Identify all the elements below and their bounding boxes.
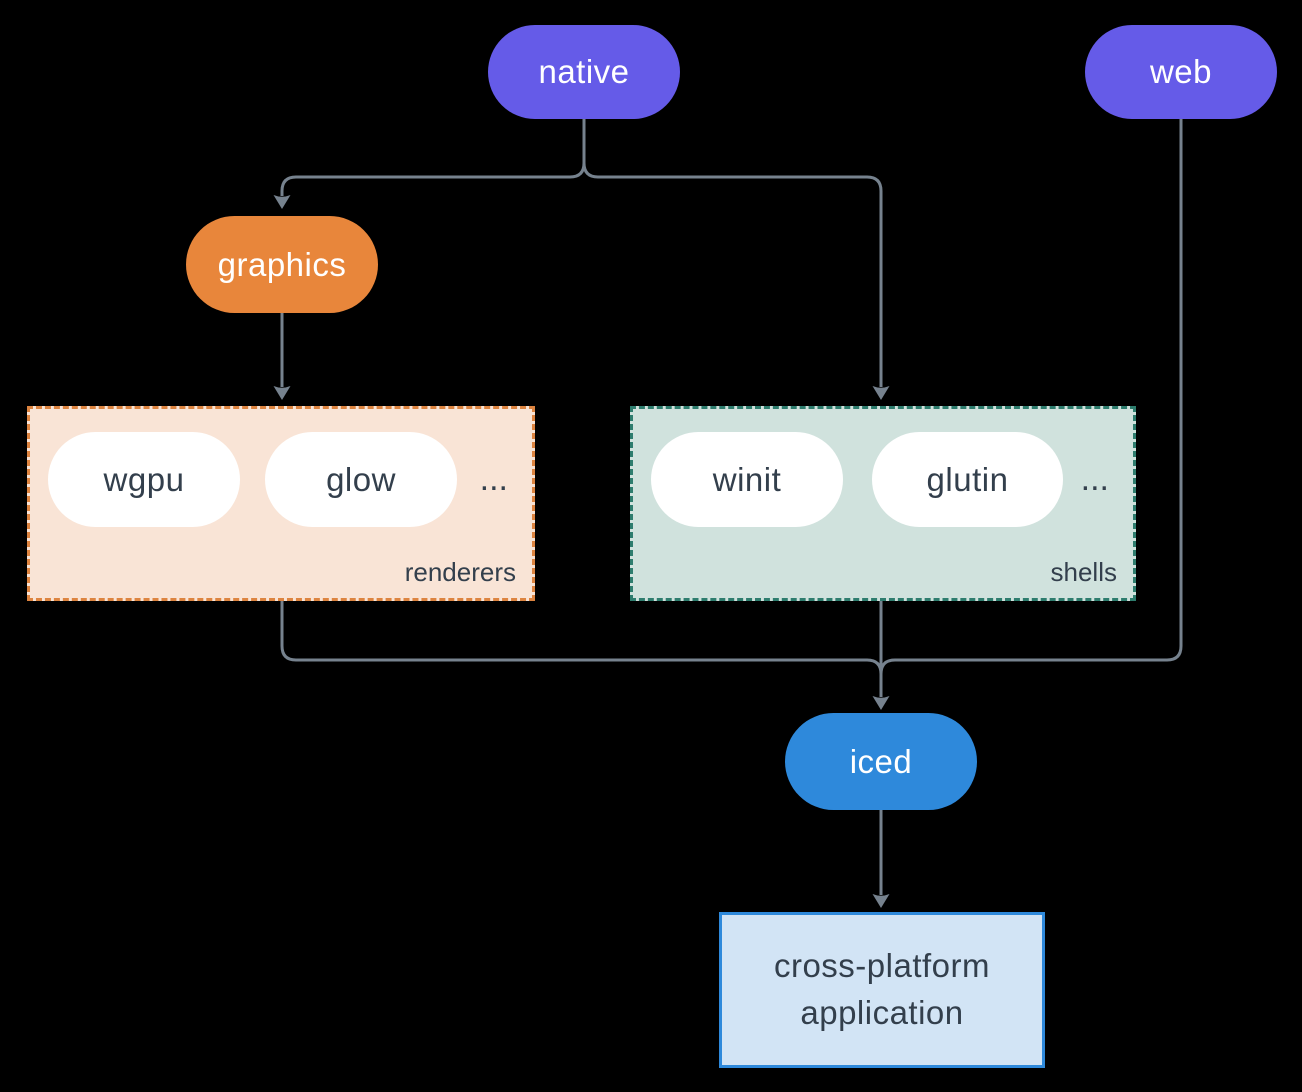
- node-winit: winit: [651, 432, 843, 527]
- node-wgpu: wgpu: [48, 432, 240, 527]
- arrowhead-renderers: [273, 386, 291, 400]
- group-renderers: wgpu glow ... renderers: [27, 406, 535, 601]
- renderers-ellipsis: ...: [479, 460, 508, 498]
- shells-label: shells: [1050, 557, 1117, 587]
- arrowhead-shells: [872, 386, 890, 400]
- node-glutin: glutin: [872, 432, 1063, 527]
- edge-native-to-shells: [582, 118, 883, 387]
- arrowhead-application: [872, 894, 890, 908]
- node-graphics: graphics: [186, 216, 378, 313]
- node-native: native: [488, 25, 680, 119]
- application-label-line1: cross-platform: [773, 947, 991, 985]
- node-glow: glow: [265, 432, 457, 527]
- arrowhead-iced: [872, 696, 890, 710]
- edge-native-to-graphics: [280, 118, 586, 196]
- node-cross-platform-application: cross-platform application: [719, 912, 1045, 1068]
- node-iced: iced: [785, 713, 977, 810]
- application-label-line2: application: [800, 994, 964, 1031]
- group-shells: winit glutin ... shells: [630, 406, 1136, 601]
- node-web: web: [1085, 25, 1277, 119]
- renderers-label: renderers: [404, 557, 516, 587]
- arrowhead-graphics: [273, 195, 291, 209]
- edge-renderers-to-iced: [280, 601, 883, 697]
- shells-ellipsis: ...: [1080, 460, 1109, 498]
